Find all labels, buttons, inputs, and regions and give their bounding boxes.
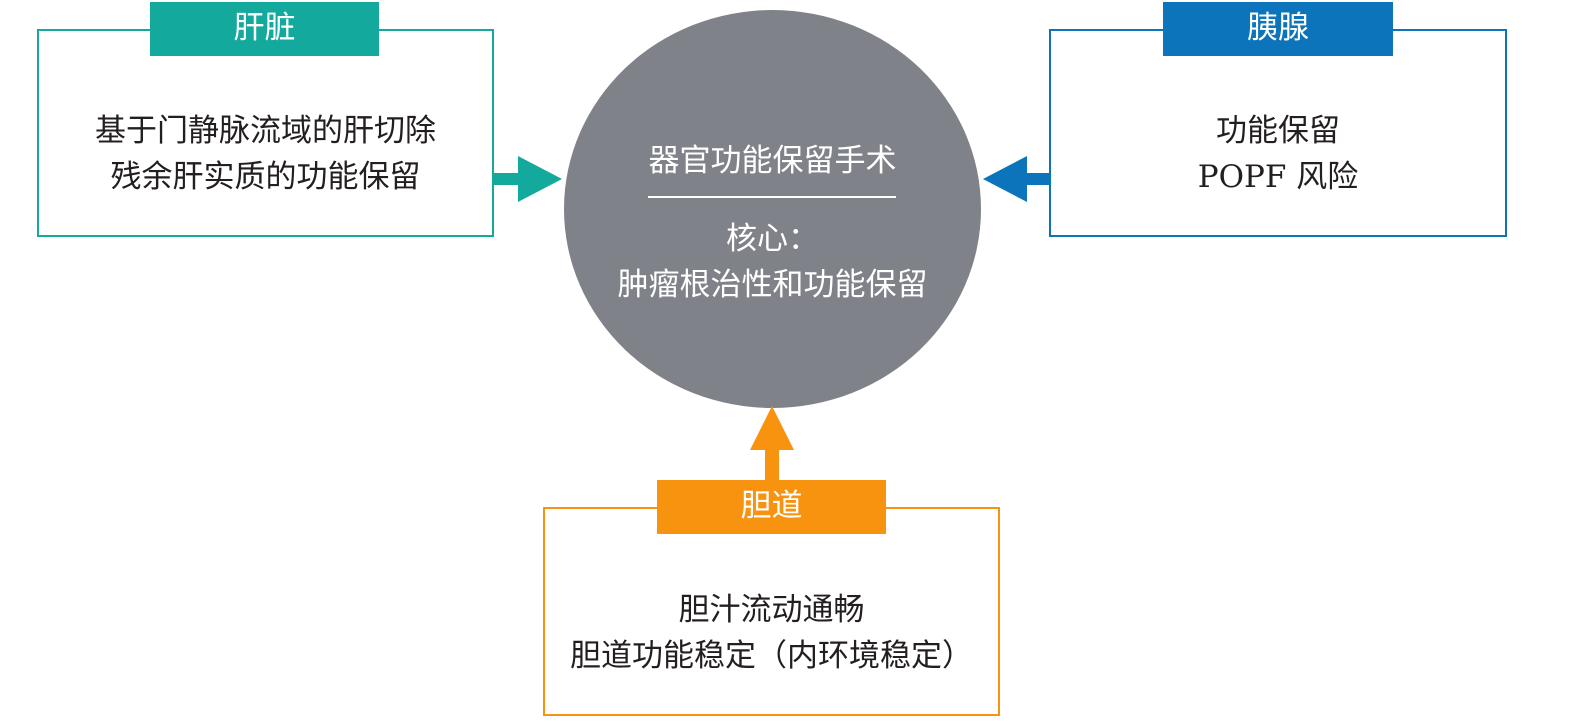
biliary-box: 胆汁流动通畅 胆道功能稳定（内环境稳定） [543,507,1000,716]
center-divider [648,196,896,198]
center-core-label: 核心： [726,221,819,257]
pancreas-line-1: 功能保留 [1216,113,1340,149]
liver-arrow [494,156,562,202]
liver-line-1: 基于门静脉流域的肝切除 [95,113,436,149]
biliary-tag: 胆道 [657,480,886,534]
biliary-line-2: 胆道功能稳定（内环境稳定） [570,638,973,674]
liver-description: 基于门静脉流域的肝切除 残余肝实质的功能保留 [39,108,492,200]
center-core: 核心： 肿瘤根治性和功能保留 [564,216,981,308]
biliary-arrow [750,406,794,482]
center-core-text: 肿瘤根治性和功能保留 [617,267,928,303]
biliary-arrow-shaft [765,442,779,482]
pancreas-arrow-head [983,156,1027,202]
pancreas-tag: 胰腺 [1163,2,1393,56]
pancreas-box: 功能保留 POPF 风险 [1049,29,1507,237]
pancreas-arrow [983,156,1051,202]
liver-tag: 肝脏 [150,2,379,56]
center-title: 器官功能保留手术 [648,143,897,179]
pancreas-line-2: POPF 风险 [1197,159,1359,195]
center-circle [564,10,981,408]
liver-line-2: 残余肝实质的功能保留 [110,159,421,195]
liver-arrow-head [518,156,562,202]
liver-box: 基于门静脉流域的肝切除 残余肝实质的功能保留 [37,29,494,237]
biliary-line-1: 胆汁流动通畅 [678,592,865,628]
pancreas-description: 功能保留 POPF 风险 [1051,108,1505,200]
biliary-arrow-head [750,406,794,450]
biliary-description: 胆汁流动通畅 胆道功能稳定（内环境稳定） [545,587,998,679]
